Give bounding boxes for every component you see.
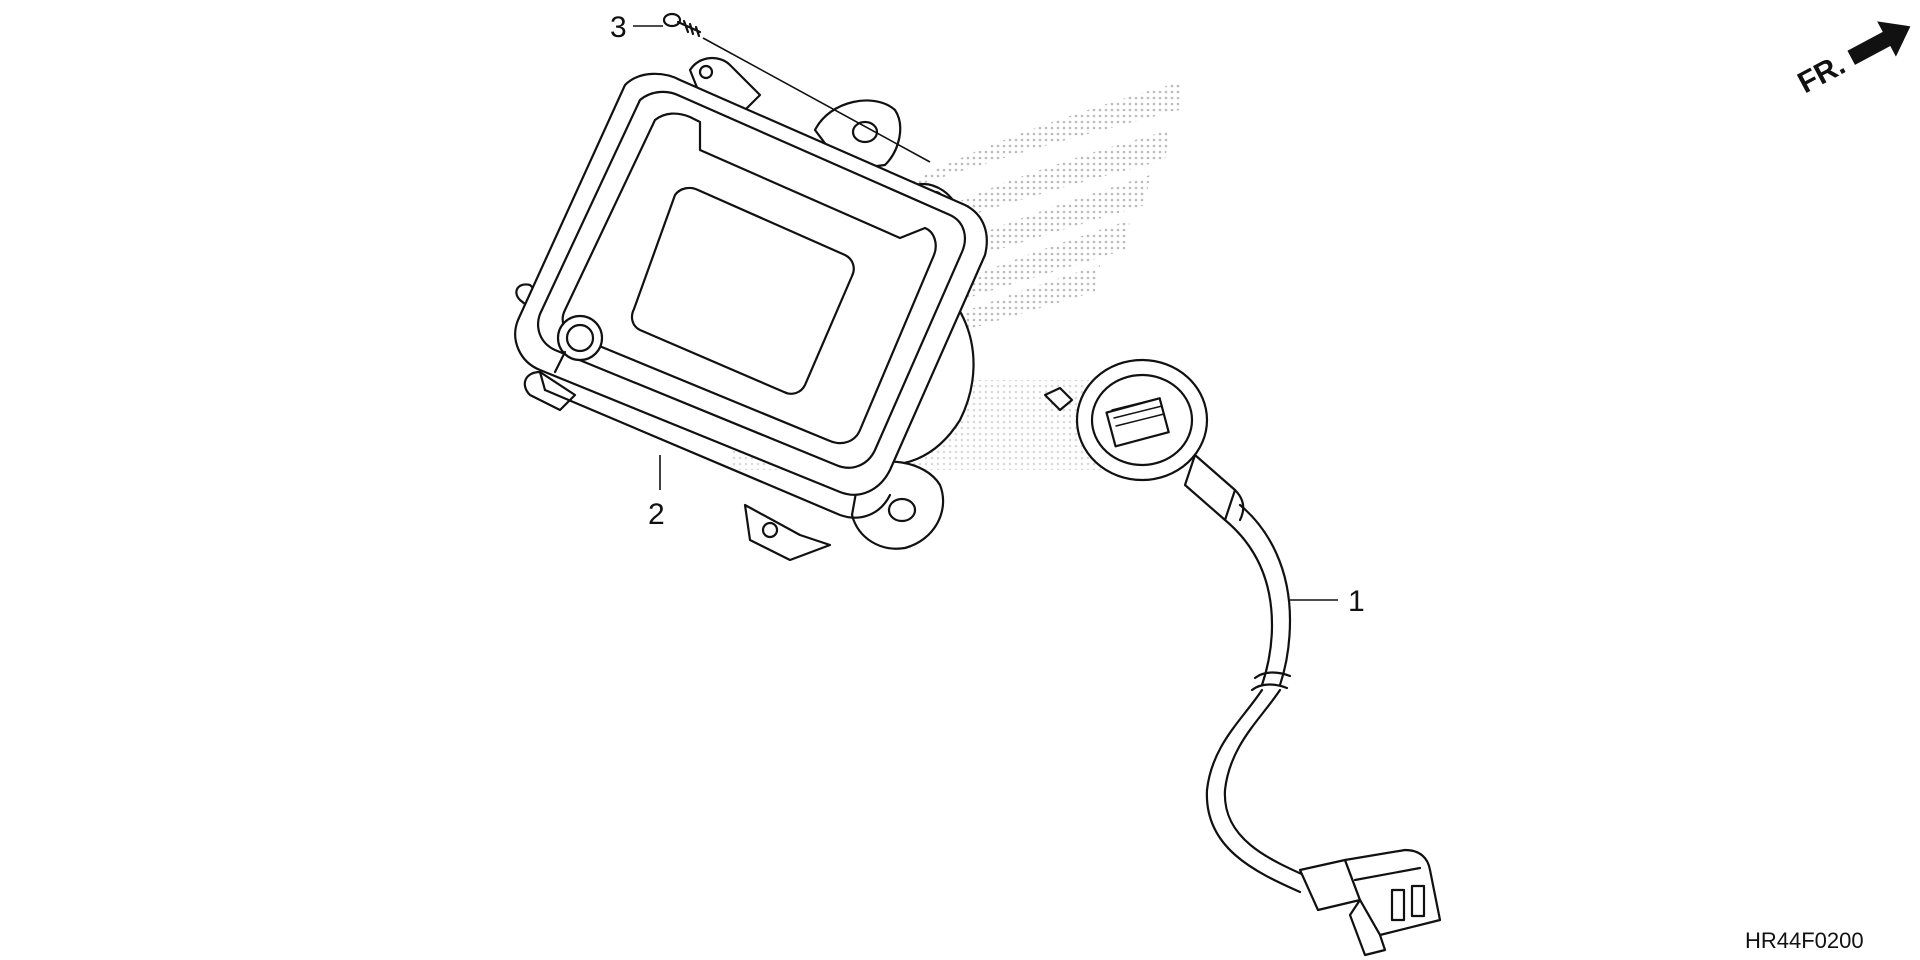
front-direction-label: FR.	[1792, 48, 1850, 100]
wire-harness-part	[1043, 358, 1442, 957]
callout-label-1: 1	[1348, 585, 1365, 618]
front-direction-indicator: FR.	[1792, 21, 1911, 100]
callout-label-3: 3	[610, 11, 627, 44]
callout-label-2: 2	[648, 498, 665, 531]
meter-assembly	[514, 57, 988, 562]
diagram-code: HR44F0200	[1745, 928, 1864, 953]
screw-part	[662, 12, 931, 163]
front-direction-arrow-icon	[1847, 21, 1911, 65]
